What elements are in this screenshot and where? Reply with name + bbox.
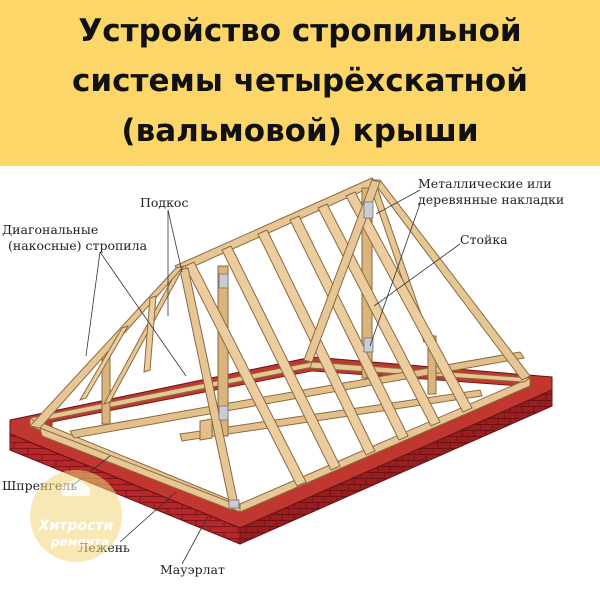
hip-rafters bbox=[29, 179, 531, 507]
title-line-2: системы четырёхскатной bbox=[72, 63, 528, 99]
label-podkos: Подкос bbox=[140, 195, 188, 210]
shprengel-beam bbox=[39, 427, 233, 511]
title-banner: Устройство стропильной системы четырёхск… bbox=[0, 0, 600, 166]
page-title: Устройство стропильной системы четырёхск… bbox=[0, 6, 600, 156]
leader-lines bbox=[71, 189, 461, 565]
brackets bbox=[218, 201, 374, 509]
label-diagonal-line1: Диагональные bbox=[2, 222, 98, 237]
title-line-1: Устройство стропильной bbox=[78, 13, 522, 49]
label-mauerlat: Мауэрлат bbox=[160, 562, 225, 577]
hip-roof-diagram: Подкос Диагональные (накосные) стропила … bbox=[2, 176, 564, 577]
label-diagonal-line2: (накосные) стропила bbox=[8, 238, 148, 253]
label-nakladki-line2: деревянные накладки bbox=[418, 192, 564, 207]
label-stoyka: Стойка bbox=[460, 232, 508, 247]
title-line-3: (вальмовой) крыши bbox=[121, 113, 479, 149]
watermark-line-2: ремонта bbox=[50, 535, 109, 549]
watermark-line-1: Хитрости bbox=[38, 518, 114, 534]
watermark-logo: Хитрости ремонта bbox=[30, 470, 122, 562]
label-nakladki-line1: Металлические или bbox=[418, 176, 552, 191]
jack-rafters bbox=[78, 295, 157, 401]
